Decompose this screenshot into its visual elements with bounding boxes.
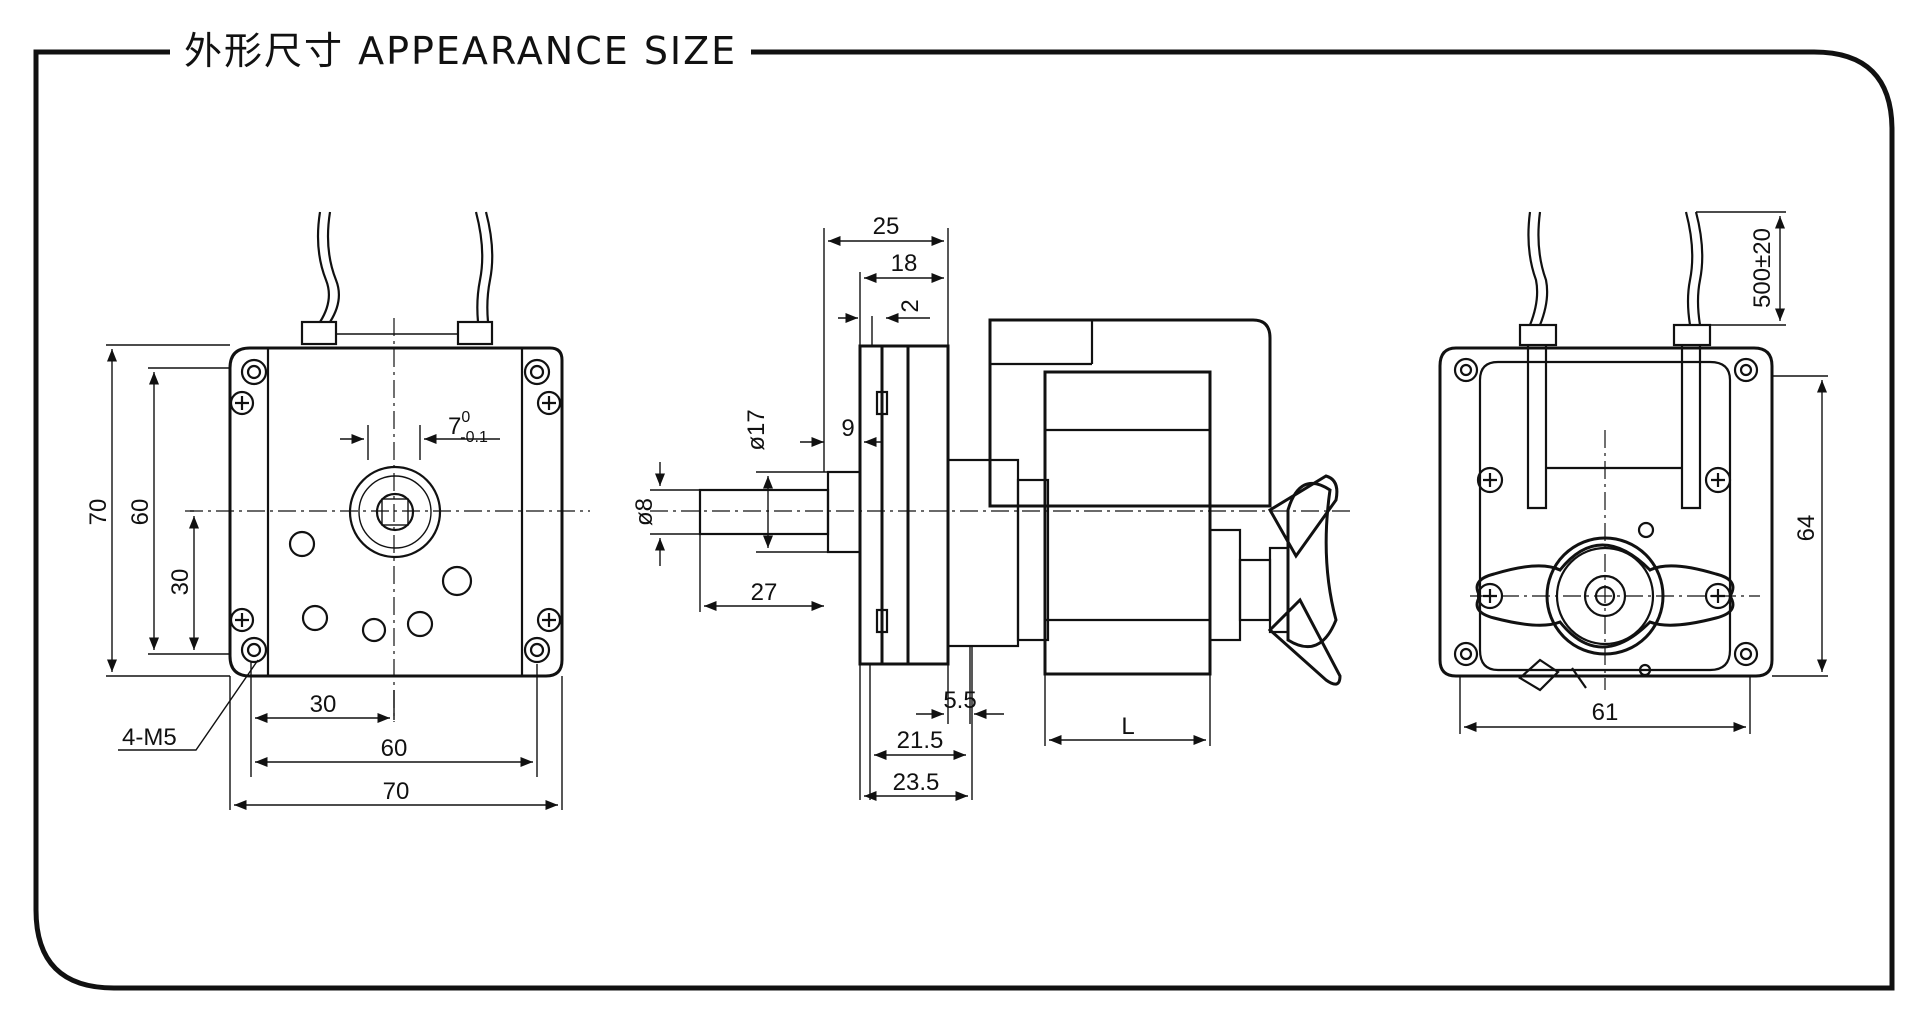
page-title: 外形尺寸 APPEARANCE SIZE (170, 26, 752, 76)
dim-side-L: L (1121, 713, 1134, 740)
dim-back-width: 61 (1592, 699, 1619, 726)
dim-side-dia17: ø17 (743, 409, 770, 450)
dim-side-21-5: 21.5 (897, 727, 944, 754)
dim-side-9: 9 (841, 415, 854, 442)
dim-side-27: 27 (751, 579, 778, 606)
front-view (185, 211, 590, 722)
dim-front-width-center: 30 (310, 691, 337, 718)
frame-border (33, 49, 1895, 991)
dim-front-width-holes: 60 (381, 735, 408, 762)
dim-front-key: 70 -0.1 (448, 409, 488, 446)
dim-side-5-5: 5.5 (943, 687, 976, 714)
dim-front-holes-label: 4-M5 (122, 724, 177, 751)
dim-front-height-holes: 60 (127, 499, 154, 526)
dim-side-25: 25 (873, 213, 900, 240)
side-view (650, 318, 1354, 686)
dim-front-height-center: 30 (167, 569, 194, 596)
dim-side-dia8: ø8 (631, 498, 658, 526)
dim-back-height: 64 (1793, 515, 1820, 542)
dim-front-key-tol-lower: -0.1 (460, 429, 488, 446)
dim-front-key-tol-upper: 0 (461, 409, 470, 426)
back-view (1438, 211, 1774, 692)
dim-side-2: 2 (897, 299, 924, 312)
dim-front-height-overall: 70 (85, 499, 112, 526)
dim-back-lead: 500±20 (1749, 228, 1776, 308)
dimensions: 70 60 30 30 60 70 70 -0.1 4-M5 25 18 2 ø1… (85, 211, 1828, 811)
dim-side-23-5: 23.5 (893, 769, 940, 796)
dim-front-width-overall: 70 (383, 778, 410, 805)
dim-side-18: 18 (891, 250, 918, 277)
dim-front-key-value: 7 (448, 413, 461, 440)
